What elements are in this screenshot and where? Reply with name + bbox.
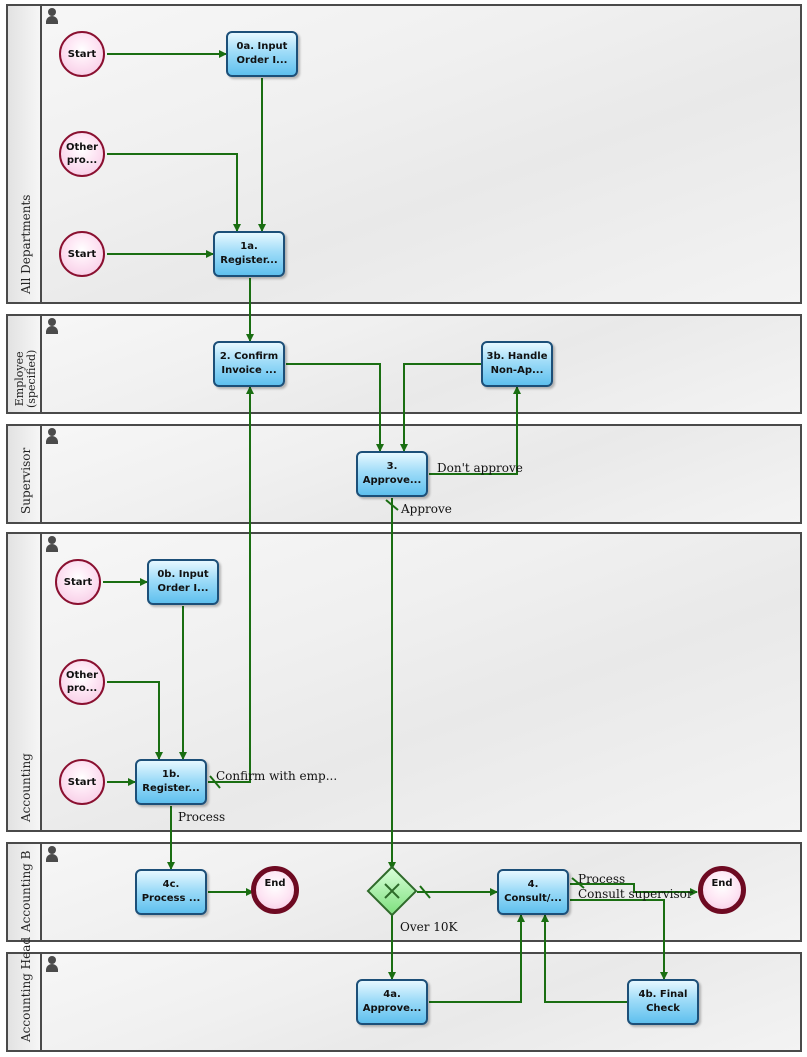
task-4b-final-check[interactable]: 4b. Final Check xyxy=(627,979,699,1025)
flow-1b-confirm xyxy=(208,386,254,783)
start-event[interactable]: Start xyxy=(55,559,101,605)
start-event[interactable]: Start xyxy=(59,231,105,277)
lane-header: Employee(specified) xyxy=(8,316,42,412)
other-process-event[interactable]: Other pro... xyxy=(59,131,105,177)
end-event[interactable]: End xyxy=(698,866,746,914)
end-event[interactable]: End xyxy=(251,866,299,914)
default-flow-mark xyxy=(385,499,399,511)
flow-label-confirm-with-emp: Confirm with emp... xyxy=(216,769,338,783)
task-1a-register[interactable]: 1a. Register... xyxy=(213,231,285,277)
flow-4-process xyxy=(570,883,698,896)
task-0b-input-order[interactable]: 0b. Input Order I... xyxy=(147,559,219,605)
lane-header: Supervisor xyxy=(8,426,42,522)
lane-header: Accounting B xyxy=(8,844,42,940)
task-1b-register[interactable]: 1b. Register... xyxy=(135,759,207,805)
task-3b-handle-non-approval[interactable]: 3b. Handle Non-Ap... xyxy=(481,341,553,387)
flow-other-to-1a xyxy=(107,153,241,232)
flow-label-over-10k: Over 10K xyxy=(400,920,458,934)
task-2-confirm-invoice[interactable]: 2. Confirm Invoice ... xyxy=(213,341,285,387)
flow-label-consult-supervisor: Consult supervisor xyxy=(578,887,693,901)
flow-label-approve: Approve xyxy=(401,502,452,516)
flow-4-consult xyxy=(570,899,668,980)
start-event[interactable]: Start xyxy=(59,31,105,77)
task-3-approve[interactable]: 3. Approve... xyxy=(356,451,428,497)
default-flow-mark xyxy=(209,775,221,789)
person-icon xyxy=(45,536,59,552)
task-4c-process[interactable]: 4c. Process ... xyxy=(135,869,207,915)
flow-3-dont-approve xyxy=(429,386,521,475)
person-icon xyxy=(45,8,59,24)
person-icon xyxy=(45,956,59,972)
flow-label-process: Process xyxy=(178,810,226,824)
flow-4b-to-4 xyxy=(541,914,627,1003)
default-flow-mark xyxy=(571,877,585,889)
person-icon xyxy=(45,318,59,334)
start-event[interactable]: Start xyxy=(59,759,105,805)
default-flow-mark xyxy=(419,885,431,899)
flow-other-to-1b xyxy=(107,681,163,760)
person-icon xyxy=(45,428,59,444)
flow-2-to-3 xyxy=(286,363,384,452)
lane-header: Accounting Head xyxy=(8,937,42,1050)
task-4a-approve[interactable]: 4a. Approve... xyxy=(356,979,428,1025)
lane-header: All Departments xyxy=(8,6,42,302)
other-process-event[interactable]: Other pro... xyxy=(59,659,105,705)
gateway-x-icon xyxy=(384,883,400,899)
flow-4a-to-4 xyxy=(429,914,525,1003)
task-0a-input-order[interactable]: 0a. Input Order I... xyxy=(226,31,298,77)
flow-3b-to-3 xyxy=(400,363,481,452)
person-icon xyxy=(45,846,59,862)
flow-label-dont-approve: Don't approve xyxy=(437,461,523,475)
lane-header: Accounting xyxy=(8,534,42,830)
task-4-consult[interactable]: 4. Consult/... xyxy=(497,869,569,915)
flow-label-process-4: Process xyxy=(578,872,626,886)
